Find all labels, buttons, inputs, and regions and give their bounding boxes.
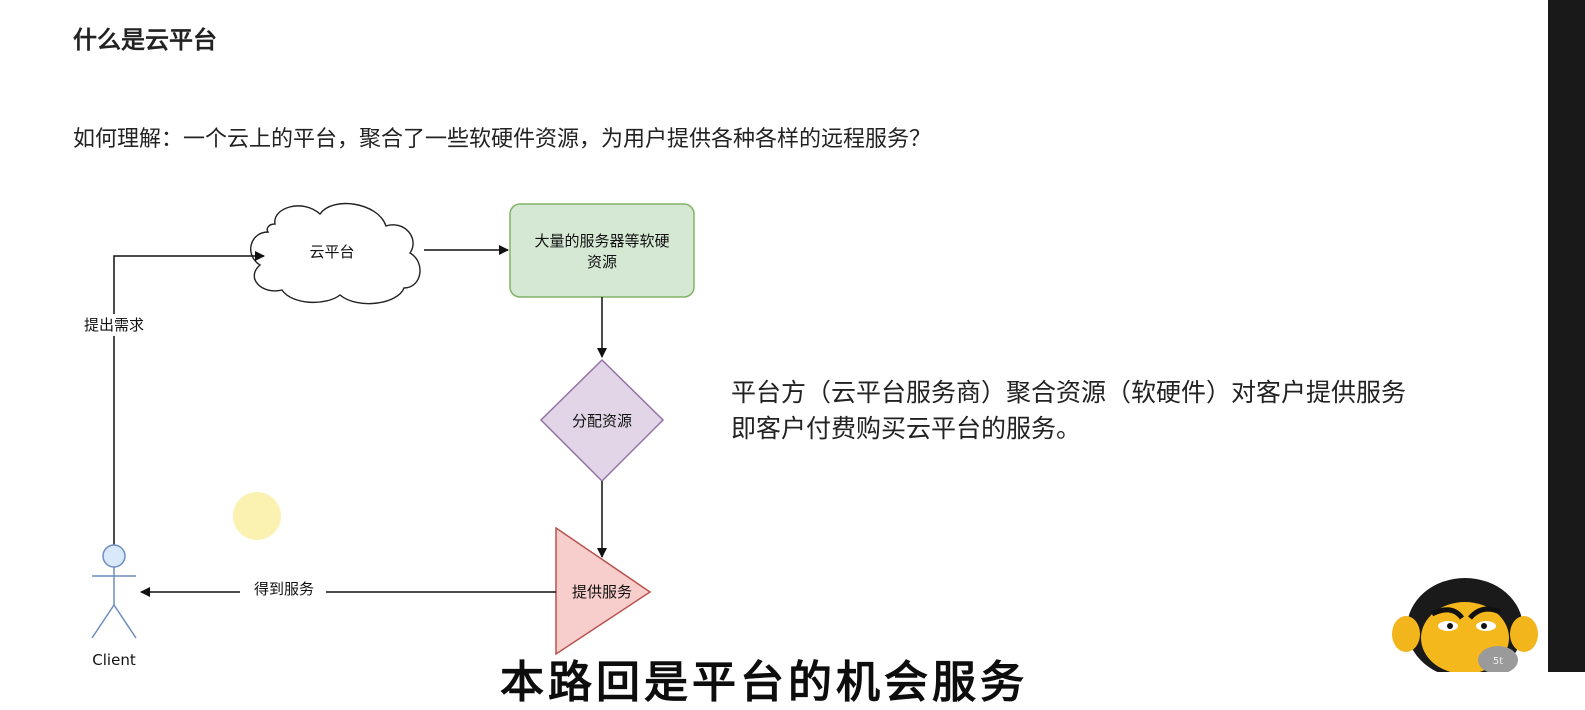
client-actor: Client xyxy=(91,544,137,669)
cursor-highlight xyxy=(233,492,281,540)
client-head xyxy=(102,544,126,568)
monkey-mascot-icon: 5t xyxy=(1392,578,1538,672)
resources-box xyxy=(509,203,695,298)
client-label: Client xyxy=(92,651,136,669)
allocate-label: 分配资源 xyxy=(572,412,632,430)
resources-label-line2: 资源 xyxy=(587,253,617,271)
explanation-block: 平台方（云平台服务商）聚合资源（软硬件）对客户提供服务 即客户付费购买云平台的服… xyxy=(731,375,1406,447)
question-text: 如何理解：一个云上的平台，聚合了一些软硬件资源，为用户提供各种各样的远程服务？ xyxy=(73,127,932,152)
cloud-platform-label: 云平台 xyxy=(309,243,354,261)
arrow-client-to-cloud xyxy=(113,251,265,545)
resources-label-line1: 大量的服务器等软硬 xyxy=(534,232,669,250)
provide-node: 提供服务 xyxy=(555,526,652,656)
provide-label: 提供服务 xyxy=(572,583,632,601)
provide-triangle xyxy=(555,526,652,656)
request-edge-label: 提出需求 xyxy=(84,316,144,334)
video-subtitle: 本路回是平台的机会服务 xyxy=(500,657,1028,708)
cloud-platform-flow-diagram: 云平台 大量的服务器等软硬 资源 分配资源 提供服务 得到服务 提出需求 Cli… xyxy=(83,202,695,669)
page-heading: 什么是云平台 xyxy=(73,26,217,54)
right-edge-strip xyxy=(1548,0,1585,672)
receive-edge-label: 得到服务 xyxy=(254,580,314,598)
explanation-line-1: 平台方（云平台服务商）聚合资源（软硬件）对客户提供服务 xyxy=(731,378,1407,407)
explanation-line-2: 即客户付费购买云平台的服务。 xyxy=(731,414,1082,443)
resources-node: 大量的服务器等软硬 资源 xyxy=(509,203,695,298)
cloud-platform-node: 云平台 xyxy=(250,202,421,305)
allocate-node: 分配资源 xyxy=(539,358,665,483)
svg-text:5t: 5t xyxy=(1493,656,1503,667)
